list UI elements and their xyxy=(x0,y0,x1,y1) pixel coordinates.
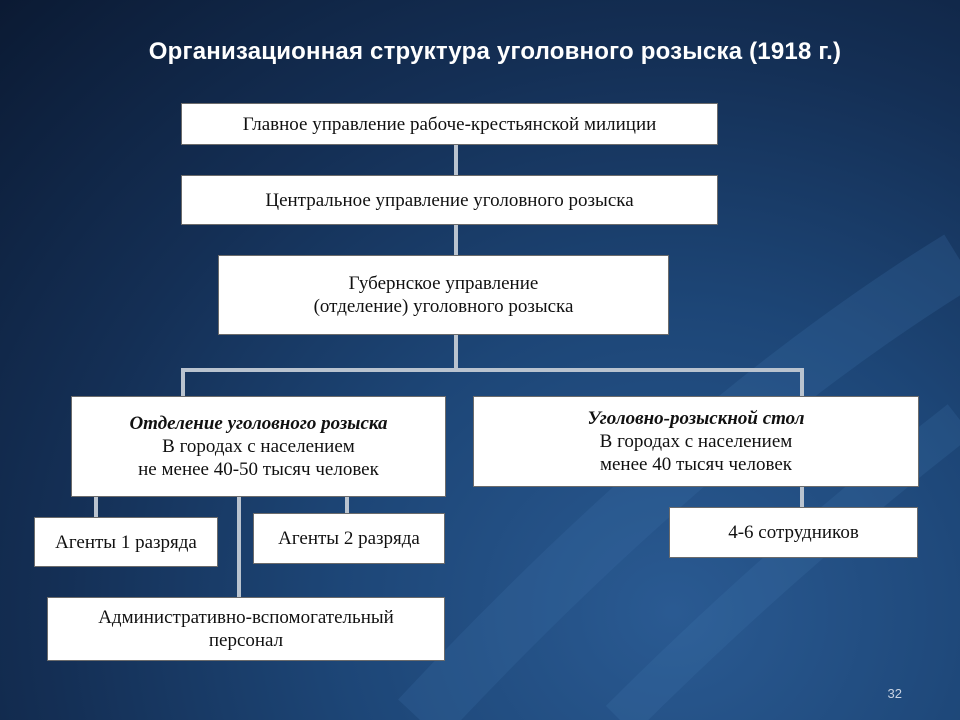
box-criminal-investigation-department: Отделение уголовного розыска В городах с… xyxy=(71,396,446,497)
provincial-line-1: Губернское управление xyxy=(348,273,539,294)
department-heading: Отделение уголовного розыска xyxy=(129,413,388,434)
staff-count-label: 4-6 сотрудников xyxy=(728,522,859,543)
desk-line-2: менее 40 тысяч человек xyxy=(599,454,793,475)
agents-1-label: Агенты 1 разряда xyxy=(55,531,197,553)
agents-2-label: Агенты 2 разряда xyxy=(278,528,420,549)
box-agents-class-2: Агенты 2 разряда xyxy=(253,513,445,564)
admin-staff-line-1: Административно-вспомогательный xyxy=(98,607,394,628)
department-line-2: не менее 40-50 тысяч человек xyxy=(138,459,379,480)
desk-line-1: В городах с населением xyxy=(599,431,793,452)
admin-staff-line-2: персонал xyxy=(208,630,284,651)
slide-title: Организационная структура уголовного роз… xyxy=(148,38,842,65)
main-directorate-label: Главное управление рабоче-крестьянской м… xyxy=(242,113,657,135)
box-criminal-investigation-desk: Уголовно-розыскной стол В городах с насе… xyxy=(473,396,919,487)
slide-number: 32 xyxy=(887,686,902,701)
box-agents-class-1: Агенты 1 разряда xyxy=(34,517,218,567)
box-main-directorate: Главное управление рабоче-крестьянской м… xyxy=(181,103,718,145)
box-provincial-directorate: Губернское управление (отделение) уголов… xyxy=(218,255,669,335)
provincial-line-2: (отделение) уголовного розыска xyxy=(313,296,574,317)
box-staff-count: 4-6 сотрудников xyxy=(669,507,918,558)
central-directorate-label: Центральное управление уголовного розыск… xyxy=(265,189,634,211)
department-line-1: В городах с населением xyxy=(162,436,355,457)
box-central-directorate: Центральное управление уголовного розыск… xyxy=(181,175,718,225)
desk-heading: Уголовно-розыскной стол xyxy=(587,408,805,429)
box-administrative-staff: Административно-вспомогательный персонал xyxy=(47,597,445,661)
